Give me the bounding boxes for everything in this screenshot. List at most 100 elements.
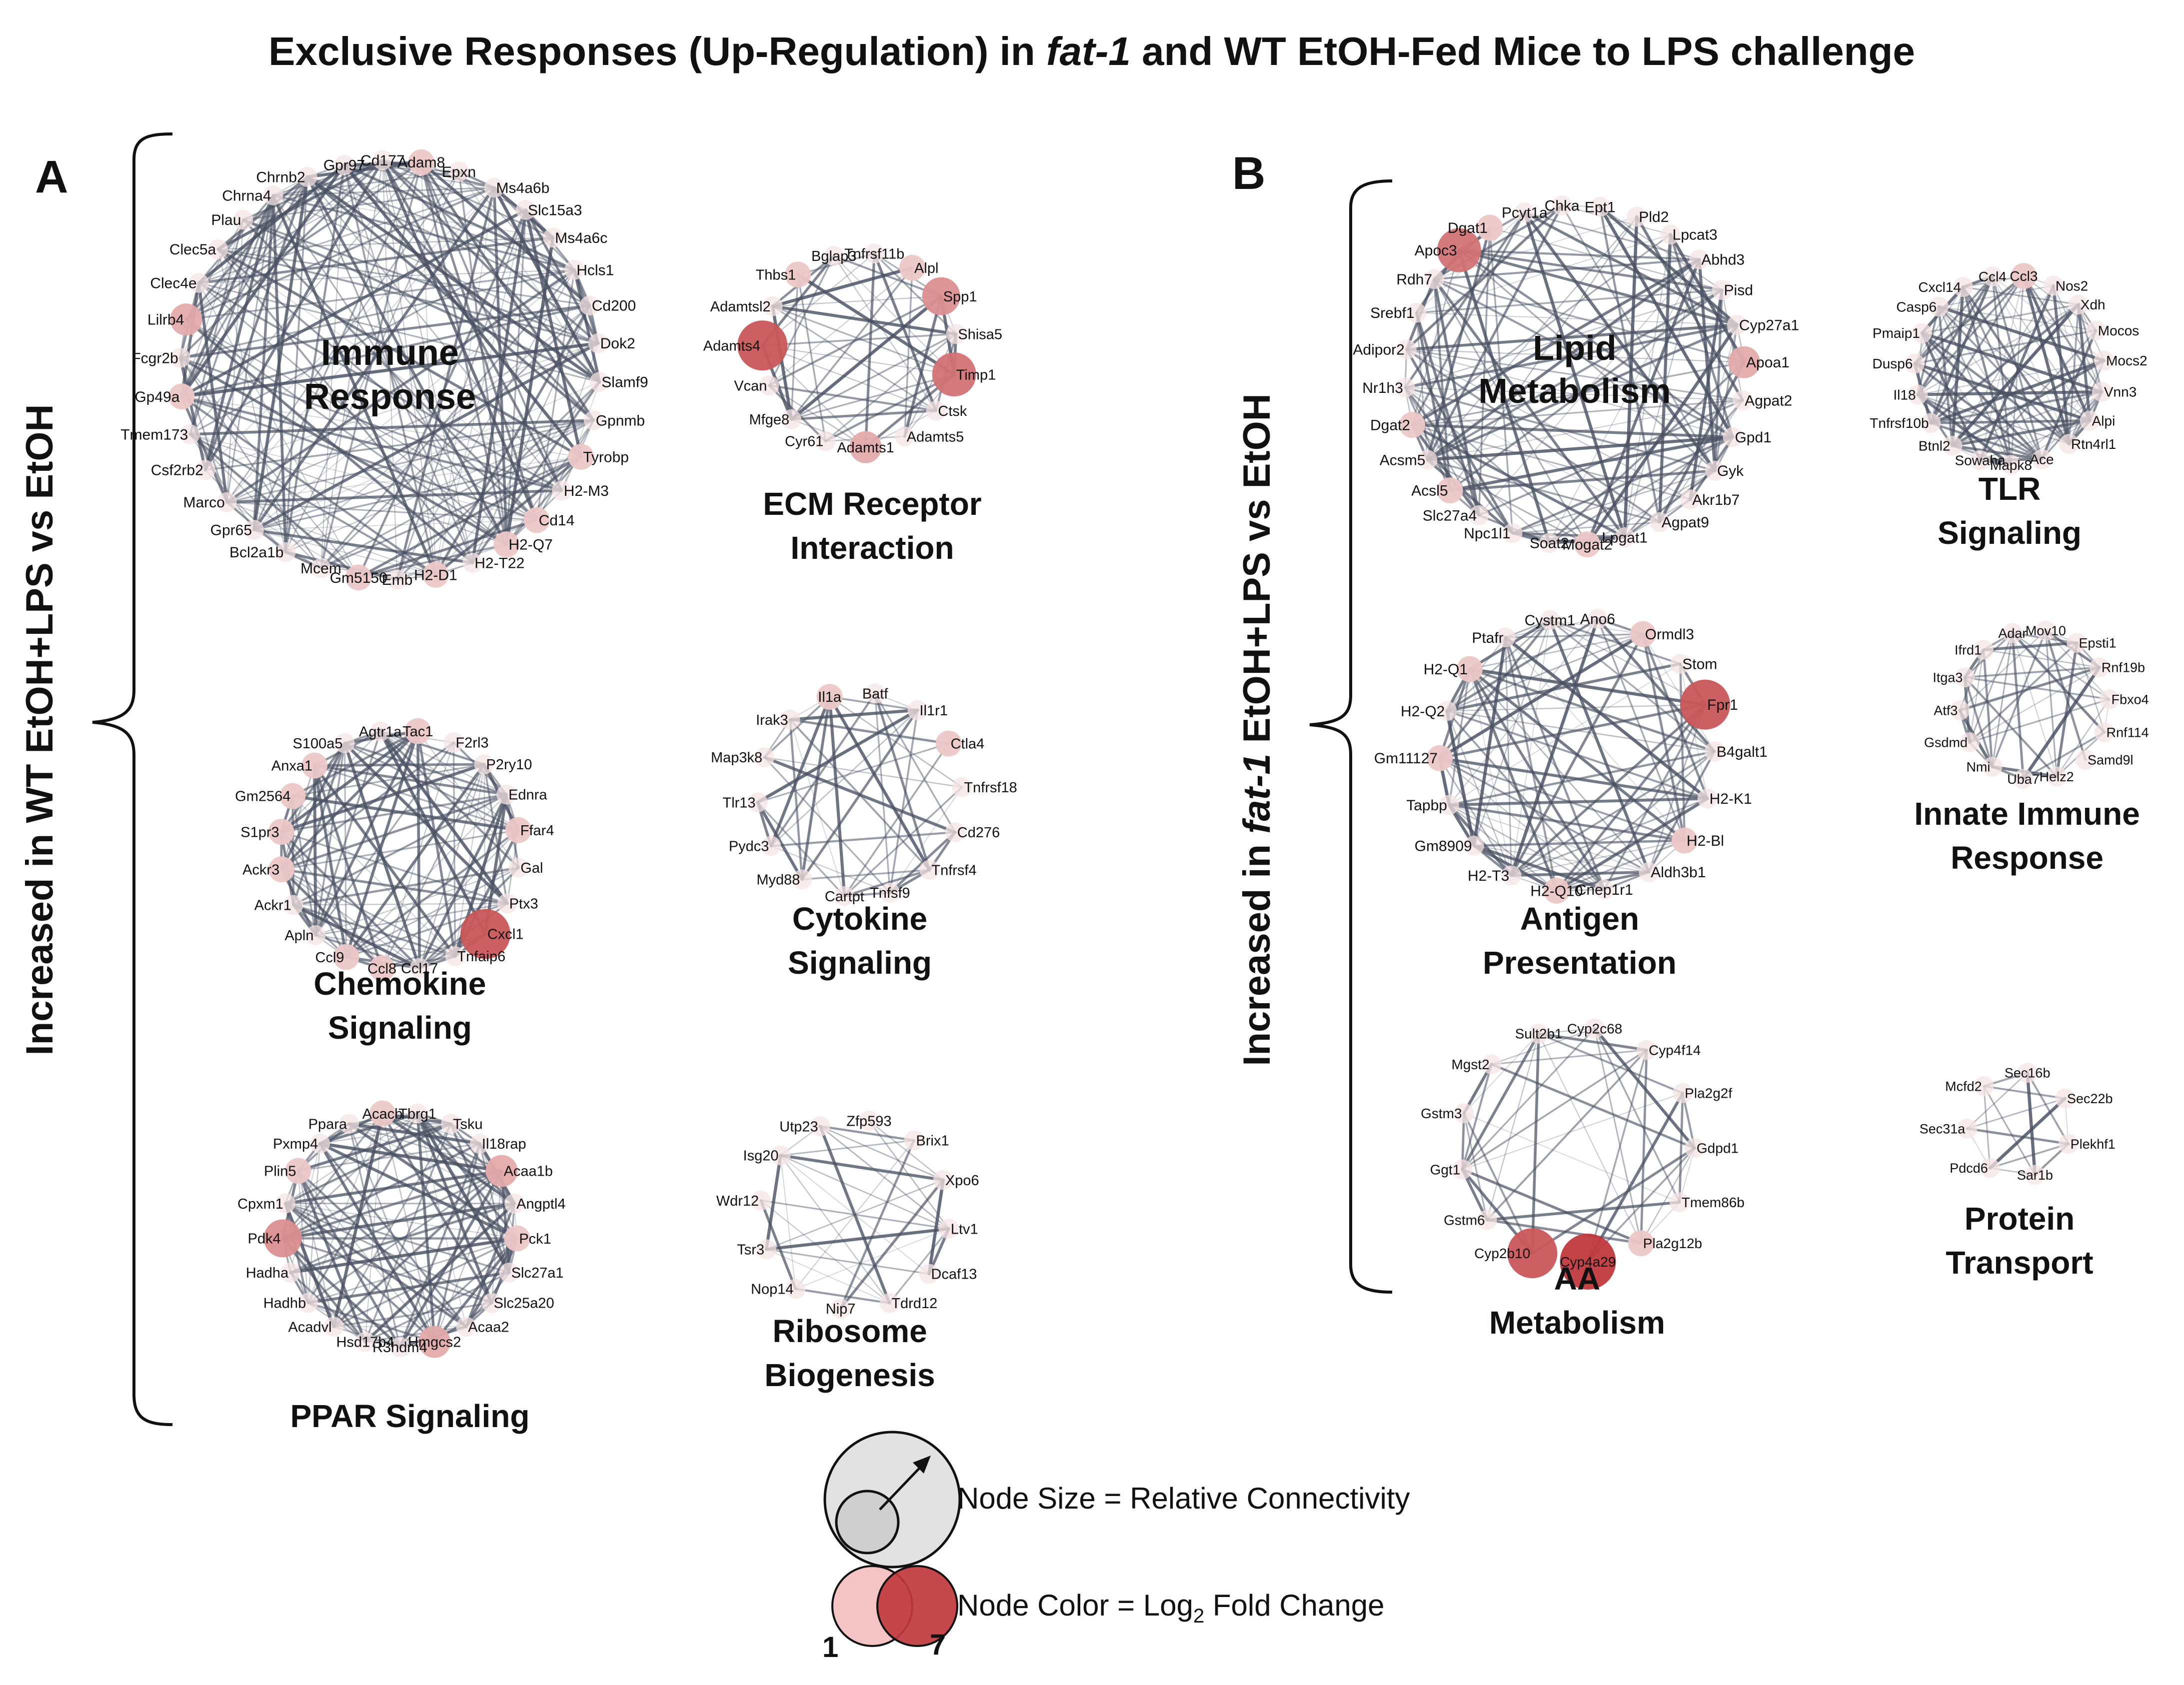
network-chemokine: Tac1F2rl3P2ry10EdnraFfar4GalPtx3Cxcl1Tnf… [235,718,554,1046]
network-edge [381,158,538,522]
network-edge [1537,1032,1648,1052]
gene-node [1540,610,1560,630]
network-edge [1962,285,2013,466]
network-edge [779,1154,945,1182]
gene-node [568,444,594,470]
network-edge [765,1154,782,1251]
gene-node [1912,323,1932,343]
gene-node [1585,1018,1605,1039]
network-edge [292,742,346,906]
gene-label: Wdr12 [716,1193,759,1209]
network-edge [790,409,937,421]
network-edge [281,869,420,969]
network-edge [1922,332,2012,465]
network-edge [1642,633,1686,842]
gene-label: F2rl3 [455,735,488,751]
network-edge [1468,667,1558,892]
legend: Node Size = Relative Connectivity Node C… [822,1431,1410,1664]
gene-node [1396,339,1417,360]
gene-label: Lpcat3 [1673,227,1718,243]
network-edge [780,1140,915,1156]
bracket-a [92,132,173,1426]
network-edge [1426,459,1588,545]
network-edge [305,175,601,384]
network-edge [417,730,519,868]
gene-label: Tnfrsf10b [1870,415,1929,431]
gene-node [443,732,464,753]
gene-label: Samd9l [2088,752,2134,767]
gene-label: Plin5 [264,1164,296,1180]
gene-node [387,569,407,590]
network-edge [415,1112,511,1275]
network-edge [315,934,456,957]
gene-label: Utp23 [779,1119,818,1135]
network-edge [1461,1168,1643,1245]
network-edge [1405,204,1564,351]
gene-node [370,721,390,742]
gene-node [780,709,800,730]
network-edge [1427,216,1638,461]
network-edge [1461,1049,1648,1171]
network-edge [1623,469,1717,539]
gene-label: Tnfaip6 [457,949,505,965]
network-edge [1491,1028,1596,1065]
network-edge [307,1113,383,1304]
gene-label: Alpl [914,260,938,276]
gene-label: Tnfrsf4 [931,862,976,878]
gene-node [1452,1159,1473,1180]
network-edge [1549,619,1716,753]
network-edge [1473,845,1650,873]
network-edge [198,282,507,545]
gene-node [285,1158,311,1184]
network-edge [1678,1092,1684,1204]
gene-label: Pck1 [519,1231,551,1247]
network-edge [216,175,309,251]
gene-node [1670,654,1691,674]
gene-label: Ctsk [938,403,967,419]
gene-label: Irak3 [756,712,788,728]
network-edge [1446,710,1716,752]
gene-label: Tmem86b [1682,1195,1745,1210]
gene-node [1552,195,1572,215]
gene-node [2058,1134,2079,1154]
network-edge [343,164,473,564]
gene-label: Ccl9 [315,950,344,966]
gene-node [216,492,237,512]
network-edge [284,1203,518,1239]
gene-label: Cd200 [592,298,636,314]
network-edge [217,248,474,564]
network-edge [1964,676,1994,768]
network-edge [189,433,437,576]
network-edge [1951,444,2044,461]
gene-label: Dgat1 [1448,220,1488,236]
gene-label: Agtr1a [359,724,402,740]
gene-node [751,1190,771,1211]
gene-node [945,822,965,842]
gene-label: Akr1b7 [1692,492,1740,508]
gene-label: Acaa1b [504,1164,553,1180]
network-edge [833,254,942,297]
network-edge [1415,311,1452,492]
network-edge [381,1112,516,1205]
gene-label: Cystm1 [1525,612,1576,629]
gene-label: Ednra [508,787,547,803]
network-edge [1438,703,1707,760]
network-edge [1917,275,1994,396]
network-edge [768,384,866,448]
network-edge [2045,630,2058,777]
gene-node [1529,1023,1549,1044]
network-edge [2041,390,2103,460]
network-edge [771,304,958,336]
gene-node [859,1111,879,1131]
network-edge [348,1123,401,1348]
gene-label: Il18 [1893,387,1916,402]
network-edge [1938,306,2097,331]
network-edge [1426,204,1564,461]
network-edge [829,696,963,788]
gene-node [441,1114,461,1134]
gene-node [922,277,960,315]
network-edge [2041,360,2105,460]
